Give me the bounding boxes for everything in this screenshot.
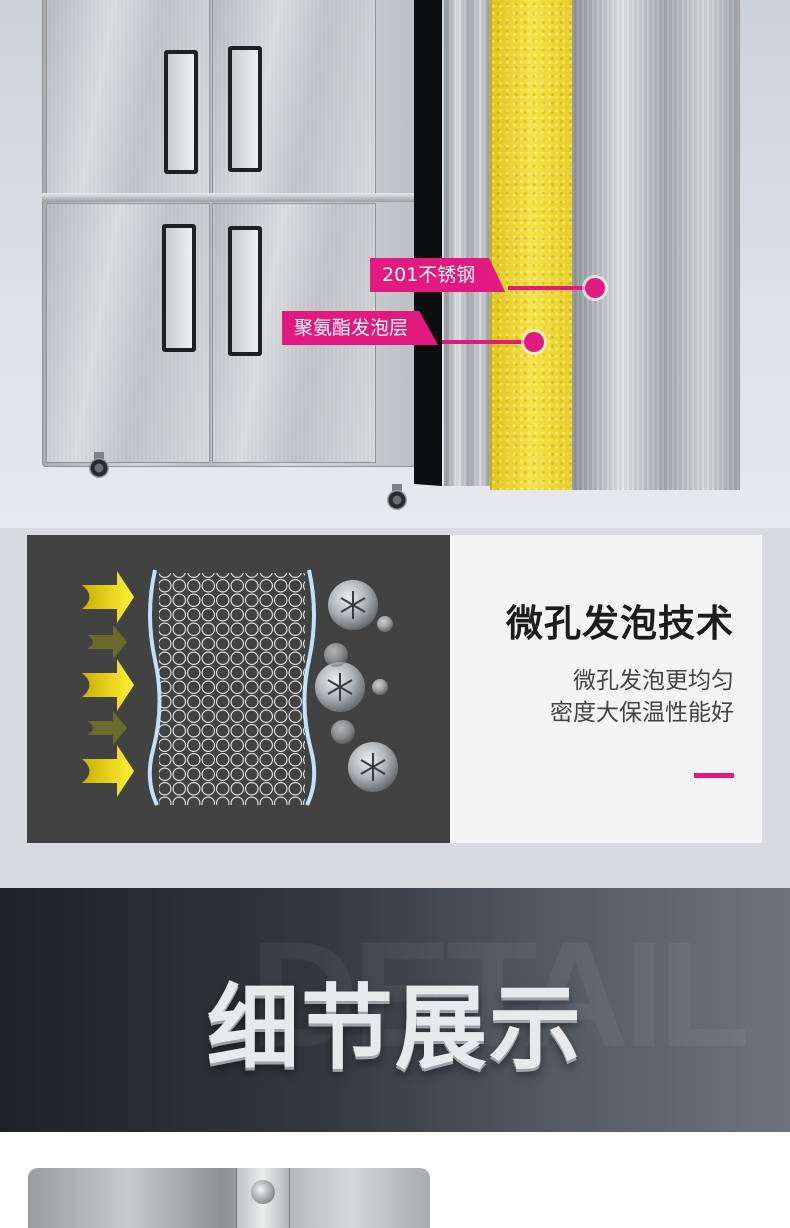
hinge-plate	[236, 1168, 290, 1228]
callout-foam: 聚氨酯发泡层	[282, 311, 439, 345]
bubble-matrix	[159, 573, 305, 805]
detail-watermark: DETAIL	[250, 910, 750, 1078]
foam-line-2: 密度大保温性能好	[550, 700, 734, 726]
product-hero: 201不锈钢 聚氨酯发泡层	[0, 0, 790, 528]
callout-steel-dot	[585, 278, 605, 298]
steel-layer-outer	[572, 0, 740, 490]
foam-title: 微孔发泡技术	[506, 602, 734, 645]
callout-foam-line	[442, 340, 530, 344]
steel-layer-inner	[444, 0, 490, 486]
door-handle	[228, 46, 262, 172]
detail-photo	[28, 1168, 430, 1228]
arrow-icon	[82, 571, 134, 797]
foam-description-panel: 微孔发泡技术 微孔发泡更均匀 密度大保温性能好	[450, 535, 762, 843]
door-handle	[162, 224, 196, 352]
door-handle	[164, 50, 198, 174]
foam-illustration	[82, 569, 398, 806]
screw-icon	[251, 1180, 275, 1204]
detail-title: 细节展示	[206, 975, 583, 1082]
caster-wheel-icon	[387, 490, 407, 510]
boundary-line-left	[147, 569, 162, 806]
callout-foam-label: 聚氨酯发泡层	[282, 311, 439, 345]
callout-steel: 201不锈钢	[370, 258, 506, 292]
detail-banner: DETAIL 细节展示	[0, 888, 790, 1132]
caster-stem	[94, 452, 104, 462]
callout-foam-dot	[524, 332, 544, 352]
foam-line-1: 微孔发泡更均匀	[573, 668, 734, 694]
foam-diagram	[27, 535, 450, 843]
side-panel-dark	[414, 0, 442, 486]
polyurethane-foam-layer	[490, 0, 574, 490]
microfoam-section: 微孔发泡技术 微孔发泡更均匀 密度大保温性能好	[0, 528, 790, 888]
caster-wheel-icon	[89, 458, 109, 478]
callout-steel-label: 201不锈钢	[370, 258, 506, 292]
bubble-icon	[324, 616, 393, 744]
door-divider-rail	[42, 193, 414, 202]
detail-photo-area	[0, 1132, 790, 1228]
callout-steel-line	[508, 286, 590, 290]
boundary-line-right	[302, 569, 317, 806]
snowflake-icon	[315, 580, 398, 792]
caster-stem	[392, 484, 402, 494]
accent-bar	[694, 773, 734, 778]
door-handle	[228, 226, 262, 356]
